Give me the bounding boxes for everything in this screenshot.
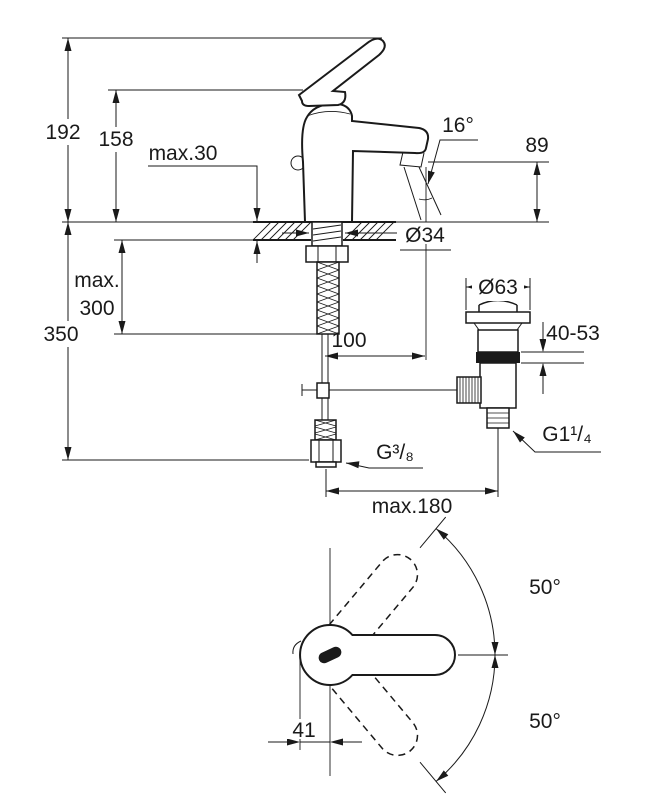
waste-plug-cap: [478, 299, 518, 312]
dim-hole-diameter-label: Ø34: [405, 224, 445, 247]
dim-body-height-label: 158: [98, 128, 133, 151]
top-view: 50° 50° 41: [268, 516, 561, 794]
waste-upper-body: [477, 329, 519, 353]
mounting-nut-facets: [317, 246, 337, 262]
lever-center-detail: [318, 646, 342, 664]
supply-connection-nut: [310, 439, 342, 463]
swivel-extension-lines: [419, 516, 508, 794]
lever-handle: [297, 37, 386, 108]
faucet-body: [290, 37, 442, 360]
lever-plan-outline: [299, 624, 456, 686]
deck-surface: [62, 221, 549, 241]
deck-extension-lines: [62, 221, 549, 241]
angle-arc: [418, 197, 433, 201]
dim-spout-projection-label: 100: [331, 329, 366, 352]
deck-thickness-dim: [148, 165, 258, 263]
hose-end-hatching: [314, 419, 337, 441]
supply-nut-end: [315, 461, 337, 468]
dim-overall-height-label: 192: [45, 121, 80, 144]
lever-position-down-dashed: [328, 658, 419, 757]
dim-install-depth-label: 350: [43, 323, 78, 346]
mounting-nut: [305, 245, 349, 263]
rod-clamp: [316, 382, 330, 399]
dimension-lines: [67, 38, 538, 492]
side-view-dimensions: 192 158 max.30 16° 89 Ø34 max. 300 350 1…: [42, 37, 601, 518]
supply-nut-facets: [318, 440, 334, 462]
swivel-arc-up: [435, 528, 496, 656]
leader-lines: [345, 139, 601, 469]
dim-waste-offset-label: max.180: [372, 495, 453, 518]
dim-supply-thread-label: G³/₈: [376, 441, 414, 464]
dim-lever-length-label: 41: [292, 719, 315, 742]
lever-position-up-dashed: [328, 553, 419, 652]
water-stream-lines: [403, 166, 442, 221]
body-and-spout-outline: [301, 103, 430, 223]
shank-thread-lines: [312, 224, 342, 242]
side-view: 192 158 max.30 16° 89 Ø34 max. 300 350 1…: [42, 37, 601, 518]
body-cap-line: [306, 111, 351, 117]
waste-flange: [465, 311, 531, 324]
dim-clamp-range-label: 40-53: [546, 322, 600, 345]
waste-lower-body: [479, 362, 517, 409]
waste-seal-band: [476, 352, 520, 363]
waste-neck: [473, 322, 523, 331]
supply-pipe: [321, 334, 329, 420]
swivel-arc-down: [435, 654, 496, 782]
pop-up-waste: [456, 299, 531, 429]
dim-deck-thickness-label: max.30: [149, 142, 218, 165]
dim-spray-angle-label: 16°: [442, 114, 474, 137]
dim-waste-thread-label: G1¹/₄: [542, 423, 591, 446]
extension-lines: [62, 37, 584, 497]
dim-swivel-up-label: 50°: [529, 576, 561, 599]
dim-spout-height-label: 89: [525, 134, 548, 157]
tailpiece-thread-lines: [487, 412, 509, 424]
hose-braiding: [316, 261, 340, 335]
thumbscrew-knurling: [459, 377, 479, 403]
lever-length-arrowheads: [287, 738, 343, 746]
base-notch: [292, 640, 302, 655]
dim-waste-flange-label: Ø63: [478, 276, 518, 299]
dim-hose-length-value: 300: [79, 297, 114, 320]
spout-aerator: [399, 151, 425, 168]
supply-assembly: [301, 221, 457, 468]
dim-hose-length-word: max.: [74, 269, 120, 292]
dim-swivel-down-label: 50°: [529, 710, 561, 733]
